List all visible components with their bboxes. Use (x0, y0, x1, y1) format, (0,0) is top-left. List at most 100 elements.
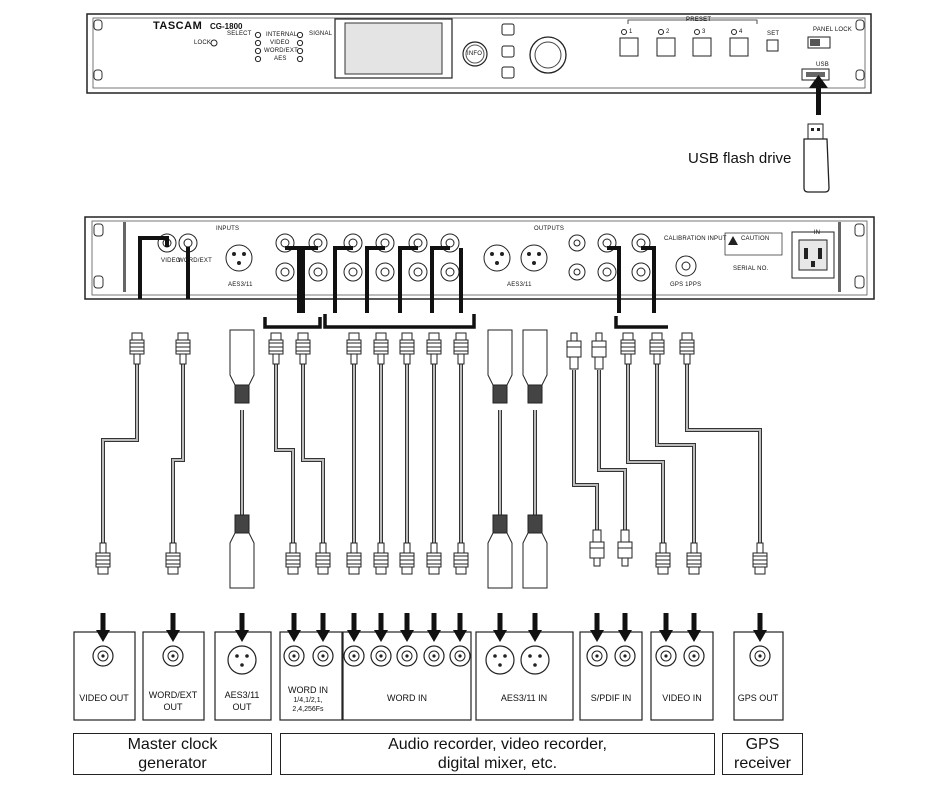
arrow-icon (457, 613, 463, 635)
device-word-in-multi-sub1: 1/4,1/2,1, (293, 697, 323, 704)
calibration-input-label: CALIBRATION INPUT (664, 236, 727, 242)
device-word-in: WORD IN (387, 693, 427, 703)
bnc-plug-icon (315, 542, 331, 575)
xlr-plug-icon (487, 514, 513, 589)
device-spdif-in: S/PDIF IN (590, 693, 632, 703)
lock-label: LOCK (194, 40, 212, 46)
xlr-jack-icon (227, 645, 257, 675)
rear-xlr-jacks (225, 244, 548, 272)
usb-drive-label: USB flash drive (688, 150, 792, 167)
device-box (650, 631, 714, 721)
cable-line (274, 362, 295, 543)
select-item-internal: INTERNAL (266, 32, 298, 38)
xlr-plug-icon (229, 329, 255, 404)
xlr-plug-icon (522, 514, 548, 589)
panel-lock-label: PANEL LOCK (813, 27, 853, 33)
cable-line (301, 362, 325, 543)
usb-label: USB (816, 62, 829, 68)
device-aes-out-line2: OUT (232, 702, 252, 712)
bnc-plug-icon (346, 542, 362, 575)
arrow-icon (320, 613, 326, 635)
select-item-aes: AES (274, 56, 287, 62)
bnc-plug-icon (426, 332, 442, 365)
caution-label: CAUTION (741, 236, 770, 242)
cable-line (572, 370, 599, 530)
cables (95, 329, 768, 589)
group-recorder-line2: digital mixer, etc. (437, 755, 558, 772)
select-item-word-ext: WORD/EXT (264, 48, 298, 54)
xlr-plug-icon (487, 329, 513, 404)
arrow-icon (497, 613, 503, 635)
group-master-line2: generator (138, 755, 207, 772)
device-word-in-multi-sub2: 2,4,256Fs (292, 706, 324, 713)
arrow-icon (170, 613, 176, 635)
usb-drive-icon (803, 123, 830, 193)
model-name: CG-1800 (210, 22, 243, 31)
rear-aes-in-label: AES3/11 (228, 282, 253, 288)
arrow-icon (622, 613, 628, 635)
select-item-video: VIDEO (270, 40, 290, 46)
bnc-plug-icon (268, 332, 284, 365)
arrow-icon (757, 613, 763, 635)
arrow-icon (691, 613, 697, 635)
arrow-icon (532, 613, 538, 635)
bnc-plug-icon (399, 332, 415, 365)
group-master-clock: Master clock generator (73, 733, 272, 775)
set-label: SET (767, 31, 780, 37)
preset-2-label: 2 (666, 29, 670, 35)
preset-3-label: 3 (702, 29, 706, 35)
device-word-in-multi: WORD IN (288, 685, 328, 695)
rca-plug-icon (617, 529, 633, 567)
xlr-jack-icon (485, 645, 515, 675)
device-box (342, 631, 472, 721)
bnc-plug-icon (373, 542, 389, 575)
arrow-icon (239, 613, 245, 635)
device-connectors (73, 613, 784, 721)
serial-no-label: SERIAL NO. (733, 266, 769, 272)
select-label: SELECT (227, 31, 252, 37)
select-leds (254, 31, 304, 63)
device-aes-in: AES3/11 IN (500, 693, 548, 703)
bnc-plug-icon (686, 542, 702, 575)
rear-inputs-label: INPUTS (216, 226, 240, 232)
arrow-icon (431, 613, 437, 635)
usb-connection (803, 75, 830, 193)
group-gps-receiver: GPS receiver (722, 733, 803, 775)
device-box (73, 631, 136, 721)
preset-4-label: 4 (739, 29, 743, 35)
preset-1-label: 1 (629, 29, 633, 35)
power-in-label: ~IN (810, 230, 821, 236)
rca-plug-icon (566, 332, 582, 370)
front-panel (86, 13, 872, 94)
rear-outputs-label: OUTPUTS (534, 226, 565, 232)
gps-1pps-label: GPS 1PPS (670, 282, 702, 288)
bnc-plug-icon (426, 542, 442, 575)
bnc-plug-icon (399, 542, 415, 575)
signal-label: SIGNAL (309, 31, 333, 37)
preset-title: PRESET (686, 17, 712, 23)
bnc-plug-icon (295, 332, 311, 365)
arrow-icon (291, 613, 297, 635)
bnc-plug-icon (655, 542, 671, 575)
xlr-plug-icon (229, 514, 255, 589)
brand-logo: TASCAM (153, 20, 203, 32)
arrow-icon (404, 613, 410, 635)
xlr-jack-icon (520, 645, 550, 675)
info-button[interactable]: INFO (467, 51, 483, 57)
bnc-plug-icon (679, 332, 695, 365)
cable-line (101, 362, 139, 543)
device-box (579, 631, 643, 721)
cable-line (171, 362, 185, 543)
rear-bnc-jacks (157, 233, 697, 282)
arrow-icon (351, 613, 357, 635)
arrow-icon (378, 613, 384, 635)
bnc-plug-icon (95, 542, 111, 575)
bnc-plug-icon (165, 542, 181, 575)
device-word-ext-out-line1: WORD/EXT (148, 690, 198, 700)
bnc-plug-icon (373, 332, 389, 365)
device-video-out: VIDEO OUT (79, 693, 129, 703)
cable-group-brackets (263, 314, 668, 329)
bnc-plug-icon (649, 332, 665, 365)
group-gps-line2: receiver (734, 755, 791, 772)
